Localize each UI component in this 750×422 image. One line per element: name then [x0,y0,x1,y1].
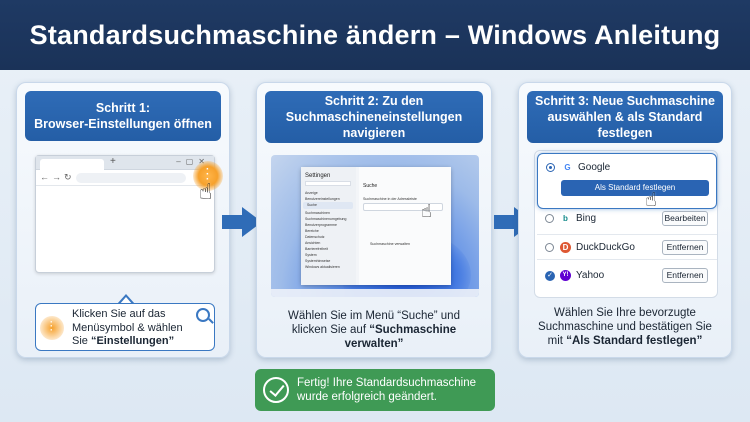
engine-name-duckduckgo: DuckDuckGo [576,242,635,253]
divider [537,259,717,260]
success-message: Fertig! Ihre Standardsuchmaschine wurde … [297,377,476,403]
radio-duckduckgo[interactable] [545,243,554,252]
settings-nav-item[interactable]: Barrierefreiheit [305,247,328,251]
settings-window: Settingen Anzeige Benutzereinstellungen … [301,167,451,285]
settings-nav-item[interactable]: Suchmaschinen [305,211,330,215]
browser-menu-button[interactable] [193,161,223,191]
settings-nav-item[interactable]: Benutzereinstellungen [305,197,340,201]
window-controls-icon[interactable]: –▢✕ [176,157,210,166]
settings-nav-item[interactable]: Windows aktualisieren [305,265,340,269]
step-3-title: Schritt 3: Neue Suchmaschine auswählen & … [527,91,723,143]
nav-buttons-icon[interactable]: ←→↻ [40,172,75,182]
step-3-instruction-part-1: Wählen Sie Ihre bevorzugte Suchmaschine … [538,307,712,347]
settings-nav-item[interactable]: Bereiche [305,229,319,233]
duckduckgo-icon: D [560,242,571,253]
windows-settings-screenshot: Settingen Anzeige Benutzereinstellungen … [271,155,479,297]
tip-menu-dots-icon: ··· [50,317,53,335]
page-header: Standardsuchmaschine ändern – Windows An… [0,0,750,70]
browser-tab[interactable] [40,159,104,170]
step-3-title-line-3: festlegen [597,126,653,140]
engine-name-google: Google [578,162,611,173]
step-2-title-line-3: navigieren [342,126,406,140]
radio-google[interactable] [546,163,555,172]
step-3-title-line-2: auswählen & als Standard [547,110,703,124]
check-icon[interactable]: ✓ [545,271,555,281]
hand-cursor-icon: ☝ [199,179,213,204]
manage-search-engine-label: Suchmaschine verwalten [370,241,410,246]
checkmark-icon [263,377,289,403]
magnifier-icon [196,308,210,322]
tip-pointer-inner [119,297,133,305]
settings-nav-item[interactable]: Systemhinweise [305,259,331,263]
step-3-title-line-1: Schritt 3: Neue Suchmaschine [535,94,715,108]
step-1-title: Schritt 1: Browser-Einstellungen öffnen [25,91,221,141]
set-default-button[interactable]: Als Standard festlegen [561,180,709,196]
bing-edit-button[interactable]: Bearbeiten [662,211,708,226]
step-2-title-line-2: Suchmaschineneinstellungen [285,110,463,124]
engine-name-bing: Bing [576,213,597,224]
radio-bing[interactable] [545,214,554,223]
step-2-instruction: Wählen Sie im Menü “Suche” und klicken S… [257,309,491,351]
step-2-instruction-part-1: Wählen Sie im Menü “Suche” und klicken S… [288,310,460,336]
address-bar[interactable] [76,173,186,183]
new-tab-icon[interactable]: + [110,156,116,167]
settings-nav-item[interactable]: Ansichten [305,241,321,245]
browser-window-mockup: + –▢✕ ←→↻ [35,155,215,273]
settings-sidebar: Settingen Anzeige Benutzereinstellungen … [301,167,356,285]
menu-dots-icon: ··· [206,164,210,185]
settings-main-pane: Suche Suchmaschine in der Adressleiste S… [359,167,451,285]
duckduckgo-remove-button[interactable]: Entfernen [662,240,708,255]
settings-nav-item[interactable]: Benutzerprogramme [305,223,337,227]
settings-nav-item[interactable]: Suchmaschinenumgebung [305,217,347,221]
engine-name-yahoo: Yahoo [576,270,605,281]
settings-search-input[interactable] [305,181,351,186]
step-1-instruction-part-1: Klicken Sie auf das Menüsymbol & wählen … [72,308,183,347]
page-title: Standardsuchmaschine ändern – Windows An… [29,19,721,50]
yahoo-remove-button[interactable]: Entfernen [662,268,708,283]
divider [537,234,717,235]
yahoo-icon: Y! [560,270,571,281]
settings-nav-item-search[interactable]: Suche [303,202,353,209]
settings-nav-item[interactable]: Anzeige [305,191,318,195]
google-icon: G [564,163,571,172]
step-2-title-line-1: Schritt 2: Zu den [324,94,424,108]
settings-title: Settingen [305,173,331,179]
success-banner: Fertig! Ihre Standardsuchmaschine wurde … [255,369,495,411]
step-3-instruction: Wählen Sie Ihre bevorzugte Suchmaschine … [518,306,732,348]
bing-icon: b [563,214,568,223]
hand-cursor-icon: ☝ [645,190,657,211]
hand-cursor-icon: ☝ [421,201,432,221]
step-1-instruction-text: Klicken Sie auf das Menüsymbol & wählen … [72,308,192,349]
step-1-instruction-bold: “Einstellungen” [90,335,175,347]
step-1-title-line-2: Browser-Einstellungen öffnen [34,117,212,131]
step-1-instruction: ··· Klicken Sie auf das Menüsymbol & wäh… [35,303,215,351]
settings-main-heading: Suche [363,183,378,189]
settings-main-label: Suchmaschine in der Adressleiste [363,197,417,201]
browser-nav-bar: ←→↻ [36,170,214,186]
settings-nav-item[interactable]: System [305,253,317,257]
settings-nav-item[interactable]: Datenschutz [305,235,325,239]
windows-taskbar [271,289,479,297]
browser-tab-bar: + –▢✕ [36,156,214,170]
step-1-card: Schritt 1: Browser-Einstellungen öffnen +… [16,82,230,358]
tip-menu-glow [40,316,64,340]
manage-search-engine-button[interactable]: Suchmaschine verwalten [363,203,443,246]
step-3-instruction-bold: “Als Standard festlegen” [566,335,703,347]
step-1-title-line-1: Schritt 1: [95,101,151,115]
step-2-instruction-bold: “Suchmaschine verwalten” [344,324,457,350]
